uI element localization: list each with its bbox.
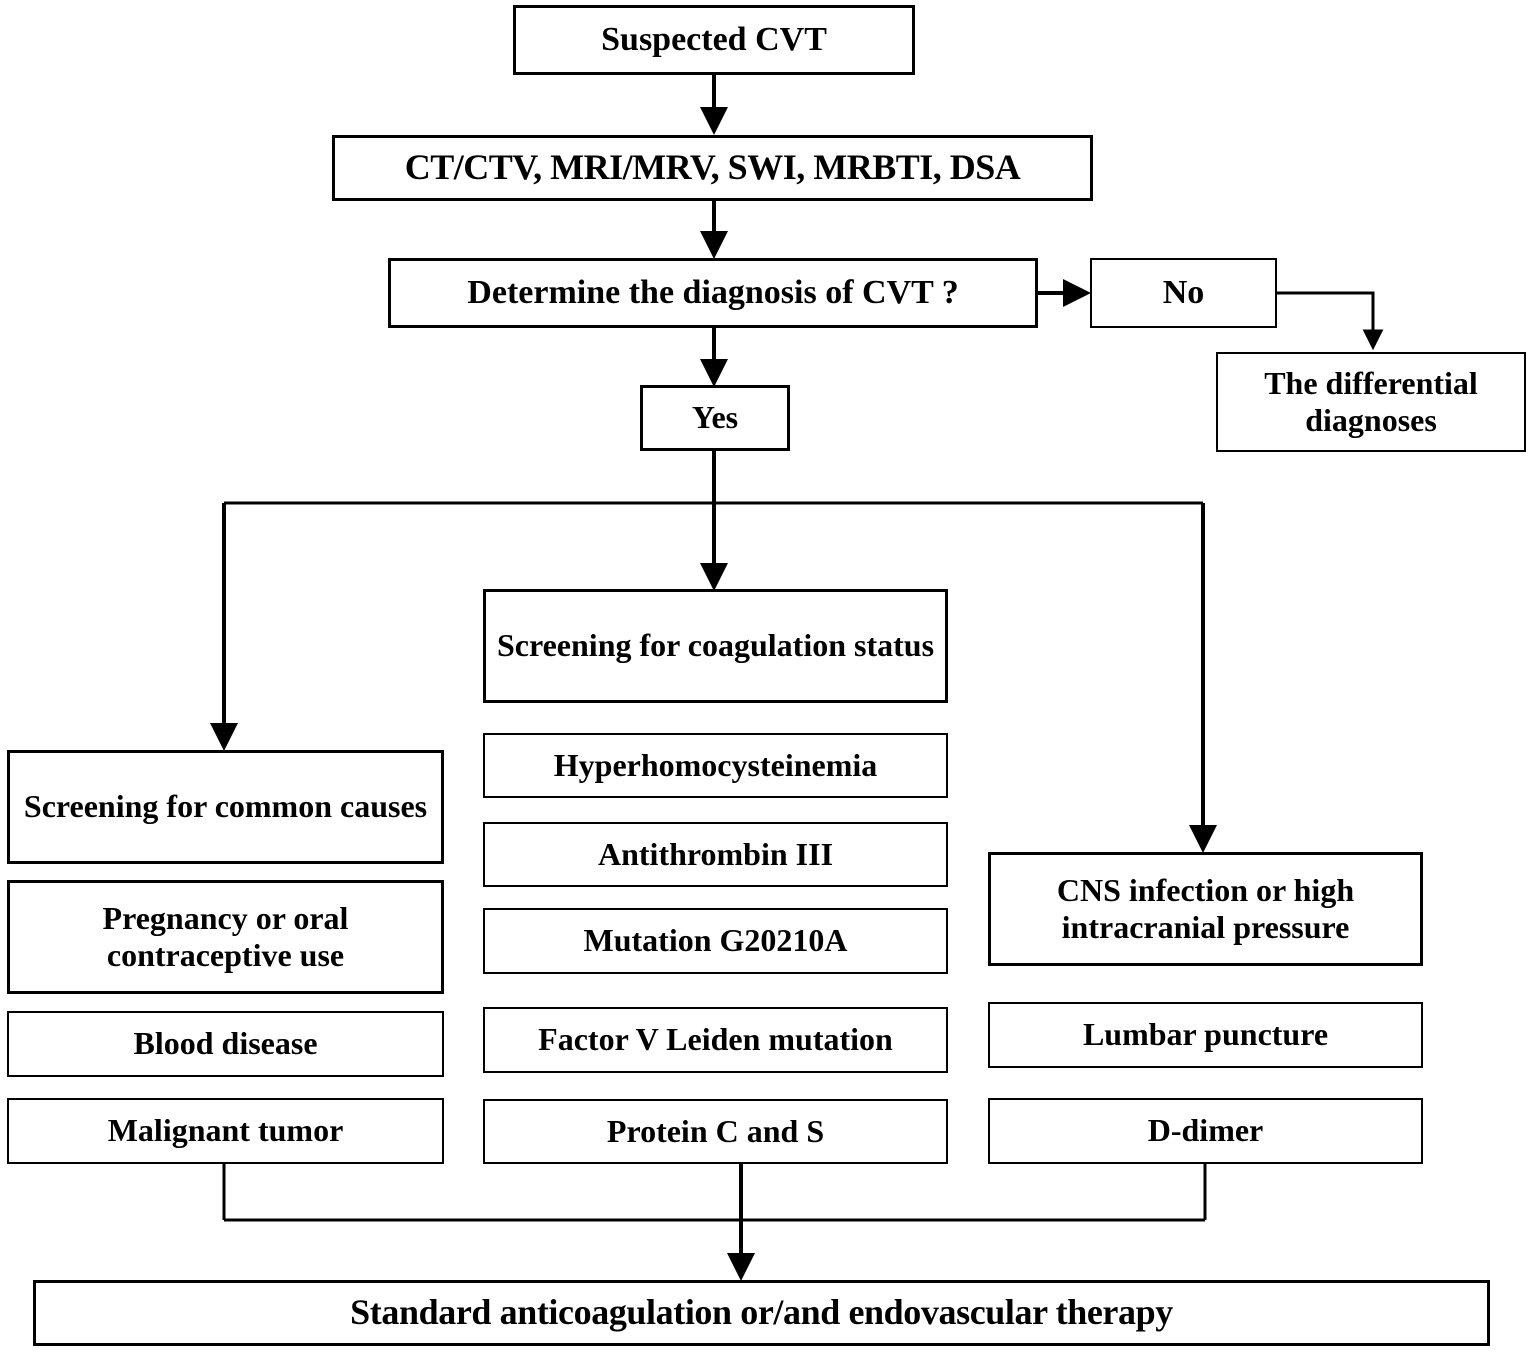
- node-cns-infection-high-icp[interactable]: CNS infection or high intracranial press…: [988, 852, 1423, 966]
- node-hyperhomocysteinemia[interactable]: Hyperhomocysteinemia: [483, 733, 948, 798]
- node-yes[interactable]: Yes: [640, 385, 790, 451]
- node-label: Antithrombin III: [597, 835, 834, 872]
- node-label: Pregnancy or oral contraceptive use: [102, 899, 349, 973]
- node-label: Screening for common causes: [23, 788, 428, 825]
- node-label: Hyperhomocysteinemia: [553, 746, 878, 783]
- node-no[interactable]: No: [1090, 258, 1277, 328]
- node-label: CT/CTV, MRI/MRV, SWI, MRBTI, DSA: [404, 147, 1021, 188]
- node-d-dimer[interactable]: D-dimer: [988, 1098, 1423, 1164]
- node-label: D-dimer: [1147, 1112, 1264, 1149]
- node-label: Standard anticoagulation or/and endovasc…: [350, 1292, 1173, 1333]
- node-label: Yes: [691, 399, 739, 436]
- node-standard-therapy[interactable]: Standard anticoagulation or/and endovasc…: [33, 1280, 1490, 1346]
- node-label: Factor V Leiden mutation: [538, 1021, 893, 1058]
- node-determine-diagnosis[interactable]: Determine the diagnosis of CVT ?: [388, 258, 1038, 328]
- node-factor-v-leiden-mutation[interactable]: Factor V Leiden mutation: [483, 1007, 948, 1073]
- node-label: The differential diagnoses: [1264, 364, 1478, 438]
- node-differential-diagnoses[interactable]: The differential diagnoses: [1216, 352, 1526, 452]
- node-suspected-cvt[interactable]: Suspected CVT: [513, 5, 915, 75]
- node-imaging-modalities[interactable]: CT/CTV, MRI/MRV, SWI, MRBTI, DSA: [332, 135, 1093, 201]
- node-label: CNS infection or high intracranial press…: [1056, 871, 1355, 945]
- edge-no-to-differential: [1277, 291, 1384, 351]
- node-label: Protein C and S: [606, 1112, 825, 1149]
- node-label: Lumbar puncture: [1082, 1016, 1329, 1053]
- node-label: Malignant tumor: [107, 1112, 344, 1149]
- node-antithrombin-iii[interactable]: Antithrombin III: [483, 822, 948, 887]
- node-mutation-g20210a[interactable]: Mutation G20210A: [483, 908, 948, 974]
- node-malignant-tumor[interactable]: Malignant tumor: [7, 1098, 444, 1164]
- node-lumbar-puncture[interactable]: Lumbar puncture: [988, 1002, 1423, 1068]
- node-screening-common-causes[interactable]: Screening for common causes: [7, 750, 444, 864]
- node-label: Suspected CVT: [601, 21, 827, 59]
- node-label: Blood disease: [133, 1025, 318, 1062]
- node-label: No: [1162, 274, 1205, 312]
- node-protein-c-and-s[interactable]: Protein C and S: [483, 1099, 948, 1164]
- node-label: Screening for coagulation status: [496, 627, 935, 664]
- node-screening-coagulation-status[interactable]: Screening for coagulation status: [483, 589, 948, 703]
- node-label: Mutation G20210A: [583, 922, 848, 959]
- node-pregnancy-oral-contraceptive[interactable]: Pregnancy or oral contraceptive use: [7, 880, 444, 994]
- node-blood-disease[interactable]: Blood disease: [7, 1011, 444, 1077]
- node-label: Determine the diagnosis of CVT ?: [467, 274, 959, 312]
